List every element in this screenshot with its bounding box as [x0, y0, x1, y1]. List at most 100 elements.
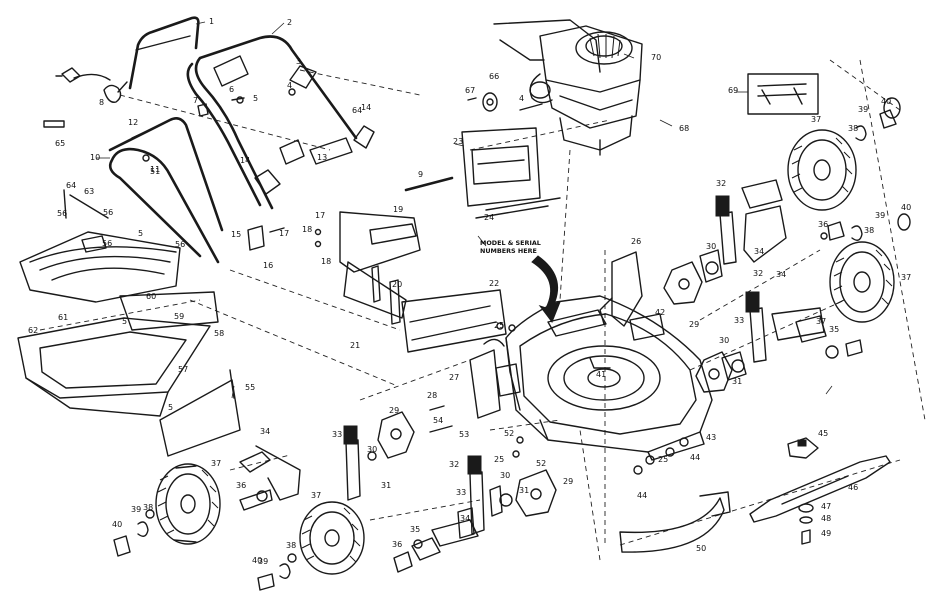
rear-bracket	[339, 211, 507, 353]
note-line-2: NUMBERS HERE	[480, 247, 537, 255]
callout-63: 63	[84, 187, 94, 196]
callout-36: 36	[236, 481, 246, 490]
callout-40: 40	[252, 556, 262, 565]
deck-bracket-left	[599, 251, 643, 327]
axle-rod	[404, 176, 454, 192]
callout-12: 12	[128, 118, 138, 127]
lower-handle	[108, 117, 224, 264]
callout-5: 5	[253, 94, 258, 103]
callout-68: 68	[679, 124, 689, 133]
callout-31: 31	[732, 377, 742, 386]
callout-25: 25	[494, 455, 504, 464]
callout-4: 4	[287, 81, 292, 90]
callout-38: 38	[848, 124, 858, 133]
callout-29: 29	[563, 477, 573, 486]
callout-45: 45	[818, 429, 828, 438]
callout-32: 32	[449, 460, 459, 469]
callout-30: 30	[367, 445, 377, 454]
front-right-height-adjuster	[695, 291, 825, 393]
wheel-front-left-hardware	[257, 519, 479, 591]
callout-62: 62	[28, 326, 38, 335]
front-left-height-adjuster	[343, 411, 415, 501]
pin-65	[43, 120, 65, 128]
callout-18: 18	[321, 257, 331, 266]
callout-40: 40	[901, 203, 911, 212]
guide-box-69	[747, 73, 819, 115]
callout-61: 61	[58, 313, 68, 322]
callout-53: 53	[459, 430, 469, 439]
callout-15: 15	[231, 230, 241, 239]
callout-41: 41	[596, 370, 606, 379]
callout-52: 52	[536, 459, 546, 468]
callout-40: 40	[112, 520, 122, 529]
callout-57: 57	[178, 365, 188, 374]
grass-bag	[19, 189, 181, 303]
callout-67: 67	[465, 86, 475, 95]
wheel-rear-left	[155, 463, 221, 545]
callout-20: 20	[392, 280, 402, 289]
callout-23: 23	[453, 137, 463, 146]
callout-1: 1	[209, 17, 214, 26]
callout-30: 30	[500, 471, 510, 480]
callout-25: 25	[658, 455, 668, 464]
callout-28: 28	[427, 391, 437, 400]
callout-5: 5	[168, 403, 173, 412]
callout-39: 39	[258, 557, 268, 566]
callout-34: 34	[754, 247, 764, 256]
callout-60: 60	[146, 292, 156, 301]
callout-29: 29	[689, 320, 699, 329]
note-line-1: MODEL & SERIAL	[480, 239, 541, 247]
callout-38: 38	[864, 226, 874, 235]
alignment-lines	[39, 59, 926, 561]
callout-54: 54	[433, 416, 443, 425]
callout-39: 39	[858, 105, 868, 114]
callout-36: 36	[392, 540, 402, 549]
callout-32: 32	[716, 179, 726, 188]
callout-22: 22	[489, 279, 499, 288]
callout-6: 6	[229, 85, 234, 94]
callout-43: 43	[706, 433, 716, 442]
callout-39: 39	[875, 211, 885, 220]
callout-37: 37	[811, 115, 821, 124]
callout-42: 42	[655, 308, 665, 317]
callout-37: 37	[311, 491, 321, 500]
callout-16: 16	[263, 261, 273, 270]
callout-56: 56	[102, 239, 112, 248]
callout-38: 38	[286, 541, 296, 550]
wheel-front-right	[829, 241, 895, 323]
engine-small-parts	[467, 92, 543, 112]
decal-plate	[461, 127, 561, 219]
callout-36: 36	[818, 220, 828, 229]
callout-4: 4	[519, 94, 524, 103]
callout-30: 30	[706, 242, 716, 251]
callout-37: 37	[901, 273, 911, 282]
callout-47: 47	[821, 502, 831, 511]
callout-33: 33	[734, 316, 744, 325]
callout-37: 37	[816, 317, 826, 326]
misc-hardware	[429, 322, 689, 475]
callout-14: 14	[240, 156, 250, 165]
wheel-front-right-hardware	[795, 315, 863, 359]
rear-door	[469, 338, 521, 419]
callout-34: 34	[460, 514, 470, 523]
leader-lines	[96, 21, 833, 399]
callout-19: 19	[393, 205, 403, 214]
callout-10: 10	[90, 153, 100, 162]
blade-adapter	[787, 437, 819, 459]
mower-deck	[505, 295, 713, 461]
callout-11: 11	[150, 165, 160, 174]
callout-34: 34	[260, 427, 270, 436]
main-handle	[186, 35, 358, 210]
handle-hardware	[103, 65, 375, 251]
callout-32: 32	[753, 269, 763, 278]
bag-frame	[17, 291, 219, 417]
model-serial-pointer	[531, 255, 561, 324]
callout-44: 44	[690, 453, 700, 462]
upper-handle	[117, 16, 200, 93]
callout-25: 25	[494, 321, 504, 330]
callout-29: 29	[389, 406, 399, 415]
callout-40: 40	[881, 97, 891, 106]
callout-26: 26	[631, 237, 641, 246]
